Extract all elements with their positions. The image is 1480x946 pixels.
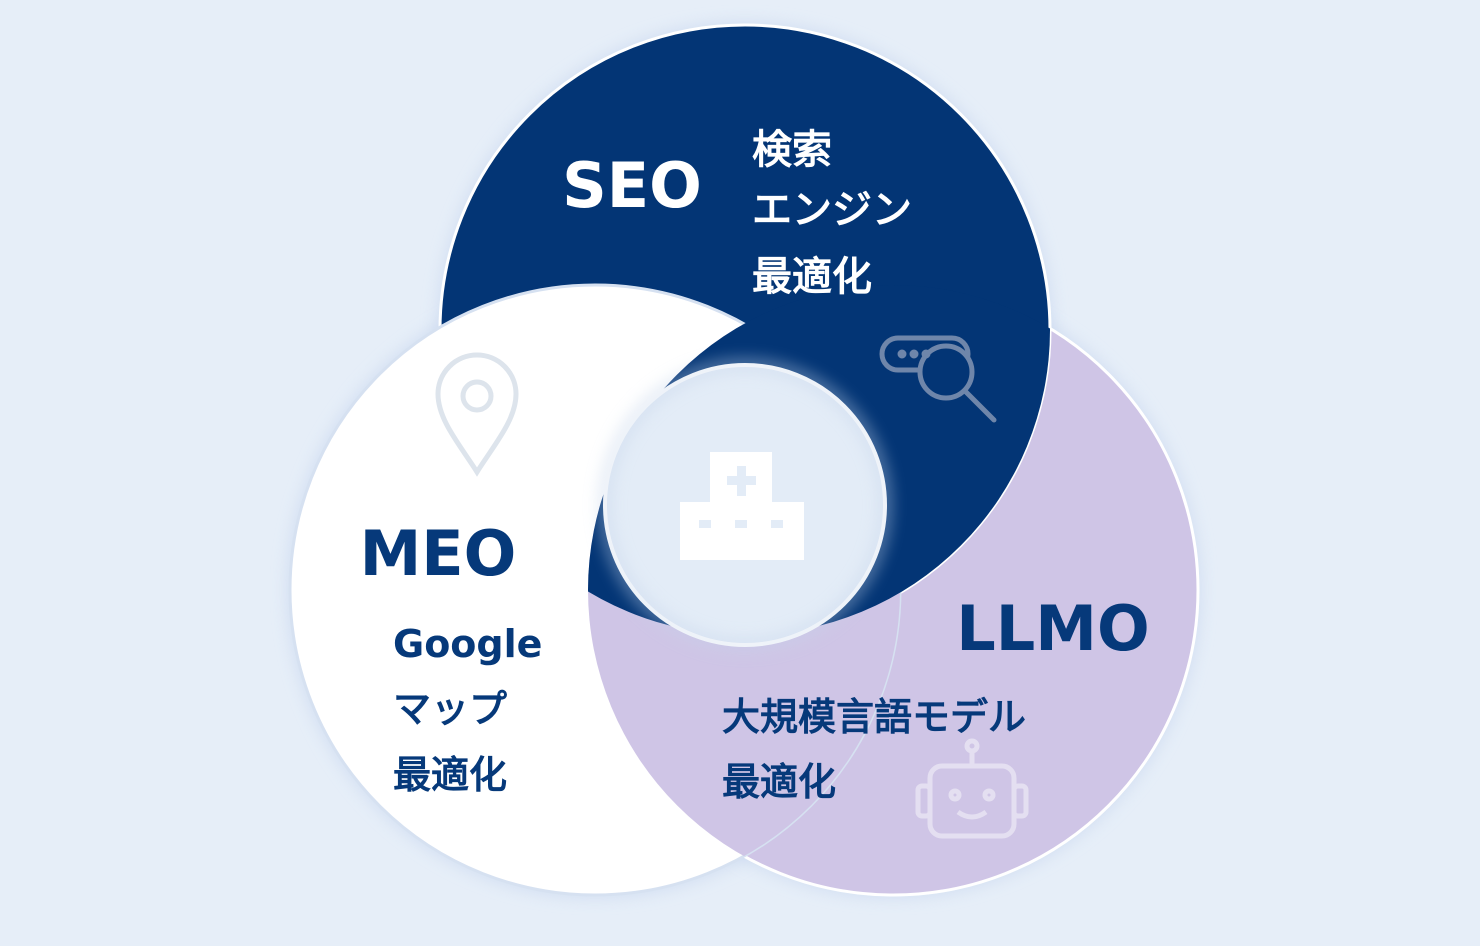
seo-title: SEO <box>562 149 702 222</box>
map-pin-icon <box>435 352 519 477</box>
meo-line-2: マップ <box>393 687 507 731</box>
search-bar-magnifier-icon <box>879 335 997 423</box>
hospital-building-icon <box>680 452 804 560</box>
seo-line-3: 最適化 <box>752 254 872 300</box>
meo-title: MEO <box>360 517 517 590</box>
llmo-line-2: 最適化 <box>722 760 836 804</box>
llmo-title: LLMO <box>956 592 1149 665</box>
seo-line-2: エンジン <box>752 187 912 233</box>
seo-line-1: 検索 <box>752 127 832 173</box>
meo-line-3: 最適化 <box>393 753 507 797</box>
meo-line-1: Google <box>393 622 542 666</box>
robot-icon <box>915 738 1029 839</box>
llmo-line-1: 大規模言語モデル <box>722 695 1026 739</box>
